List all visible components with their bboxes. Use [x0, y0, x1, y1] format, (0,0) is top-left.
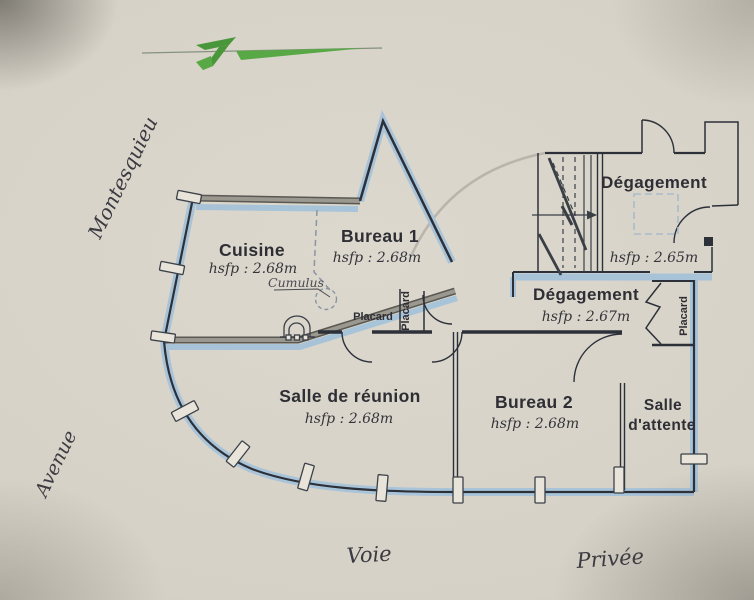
placard-label-1: Placard [353, 311, 393, 323]
logo-swoosh-blade [236, 48, 365, 60]
wall-tick [375, 474, 389, 502]
stairs-arrow-head [587, 210, 597, 220]
placard-label-2: Placard [400, 291, 412, 331]
door-arc [573, 333, 623, 383]
water-heater-icon [314, 287, 338, 311]
door-hinge-block [704, 237, 713, 246]
hsfp-bureau2: hsfp : 2.68m [491, 416, 579, 432]
logo-seven-foot [196, 56, 213, 70]
wall-tick [452, 476, 464, 504]
street-avenue: Avenue [30, 427, 82, 502]
placard-label-3: Placard [678, 296, 690, 336]
room-label-salle-attente-1: Salle [644, 397, 682, 414]
wall-tick [534, 476, 546, 504]
room-label-bureau2: Bureau 2 [495, 392, 573, 412]
room-label-bureau1: Bureau 1 [341, 226, 419, 246]
door-arc [341, 331, 373, 363]
street-montesquieu: Montesquieu [82, 113, 162, 243]
wall-tick [175, 189, 203, 205]
wall-tick [680, 453, 708, 465]
folding-door-zigzag [644, 282, 662, 345]
sink-icon [280, 315, 315, 341]
room-label-degagement-haut: Dégagement [601, 173, 707, 192]
street-labels: Montesquieu Avenue Voie Privée [30, 113, 645, 573]
faint-roof-curve [410, 151, 546, 255]
street-voie: Voie [346, 542, 392, 568]
hsfp-degagement-haut: hsfp : 2.65m [610, 250, 698, 266]
company-logo [141, 37, 383, 70]
hsfp-bureau1: hsfp : 2.68m [333, 250, 421, 266]
street-privee: Privée [575, 544, 645, 573]
logo-seven-top [196, 37, 236, 50]
door-arc [641, 119, 675, 154]
room-label-salle-attente-2: d'attente [628, 417, 696, 434]
room-label-cuisine: Cuisine [219, 240, 285, 260]
hsfp-salle-reunion: hsfp : 2.68m [305, 411, 393, 427]
wall-tick [613, 466, 625, 494]
stairs-icon [532, 155, 597, 276]
room-label-salle-reunion: Salle de réunion [279, 386, 421, 406]
cumulus-label: Cumulus [268, 275, 324, 290]
wall-tick [149, 330, 177, 344]
room-label-degagement-bas: Dégagement [533, 285, 639, 304]
skylight-dashed-box [633, 193, 679, 235]
hsfp-degagement-bas: hsfp : 2.67m [542, 309, 630, 325]
